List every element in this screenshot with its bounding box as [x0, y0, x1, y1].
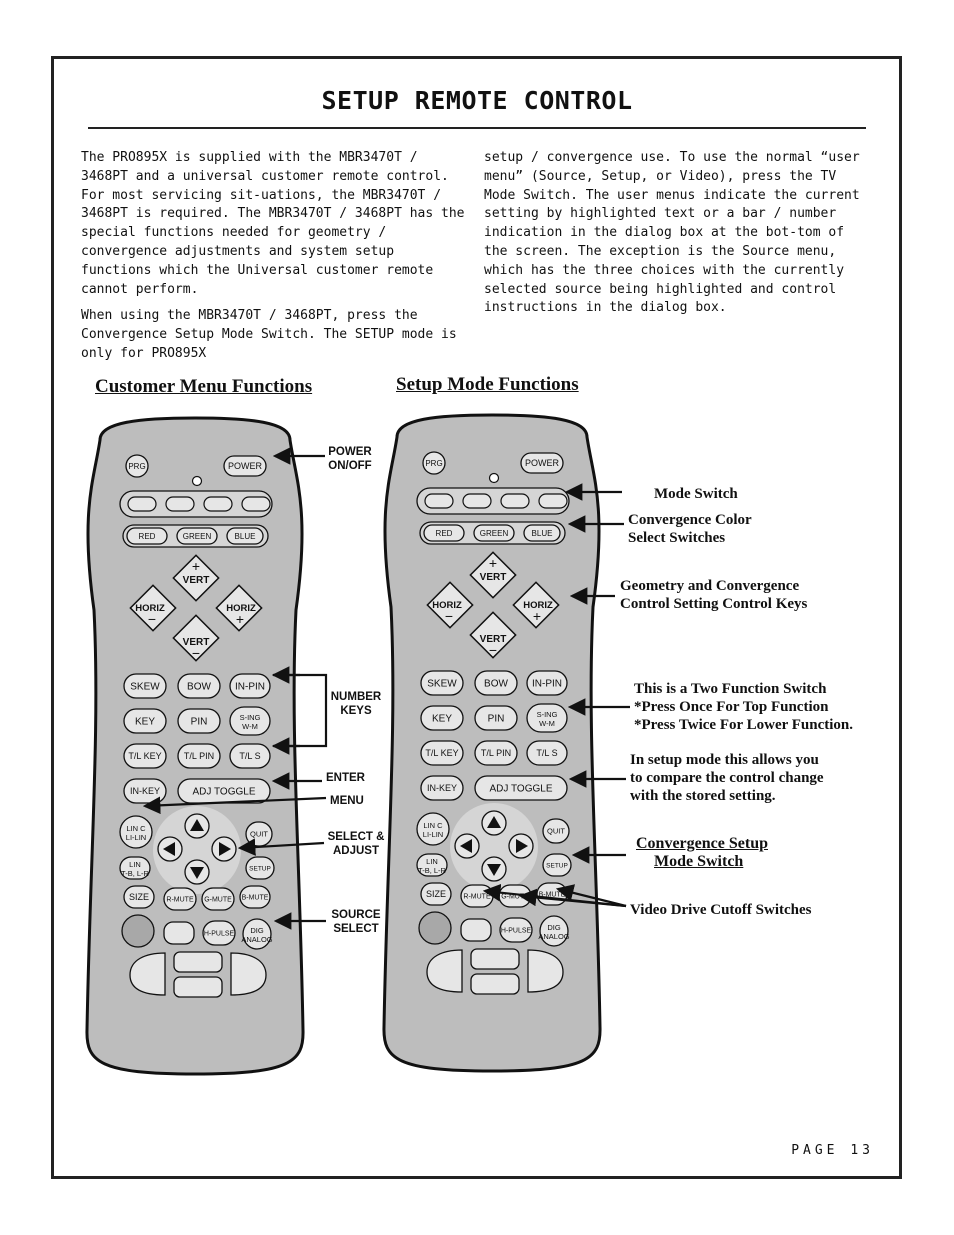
intro-column-right: setup / convergence use. To use the norm… — [484, 149, 872, 326]
page-number: PAGE 13 — [791, 1143, 874, 1158]
annotation-two-function: This is a Two Function Switch*Press Once… — [634, 681, 854, 733]
annotation-mode-switch: Mode Switch — [654, 486, 738, 502]
intro-paragraph-1: The PRO895X is supplied with the MBR3470… — [81, 150, 465, 297]
intro-paragraph-2: When using the MBR3470T / 3468PT, press … — [81, 308, 457, 361]
setup-mode-heading: Setup Mode Functions — [396, 374, 579, 395]
label-select-adjust: SELECT &ADJUST — [327, 831, 385, 857]
page-frame — [51, 56, 902, 1179]
label-menu: MENU — [330, 795, 364, 807]
intro-paragraph-3: setup / convergence use. To use the norm… — [484, 150, 860, 316]
title-rule — [88, 127, 866, 129]
customer-menu-heading: Customer Menu Functions — [95, 376, 313, 397]
page-title: SETUP REMOTE CONTROL — [321, 86, 633, 115]
annotation-video-drive: Video Drive Cutoff Switches — [630, 902, 812, 918]
intro-column-left: The PRO895X is supplied with the MBR3470… — [81, 149, 466, 372]
label-enter: ENTER — [326, 772, 365, 784]
